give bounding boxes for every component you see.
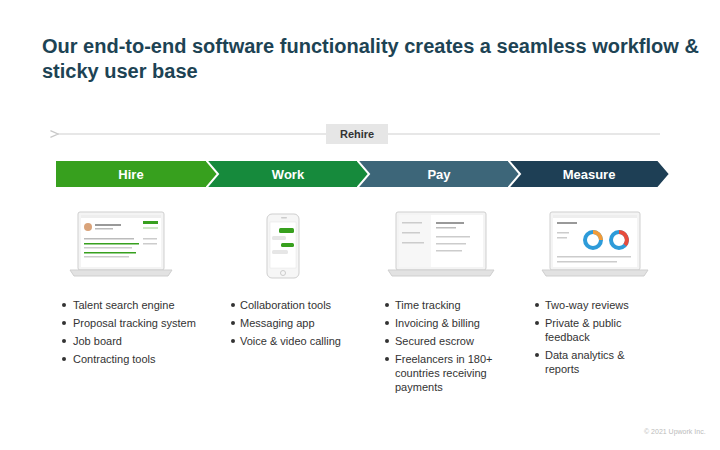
slide-title: Our end-to-end software functionality cr…	[42, 34, 702, 84]
laptop-measure	[542, 212, 648, 276]
bullet-dot	[385, 303, 389, 307]
feature-item: Collaboration tools	[240, 298, 365, 312]
chevron-outline	[206, 160, 370, 188]
process-chevron: Hire	[55, 160, 219, 188]
bullet-dot	[385, 357, 389, 361]
bullet-dot	[62, 339, 66, 343]
bullet-dot	[231, 339, 235, 343]
chevron-outline	[357, 160, 521, 188]
process-chevron: Measure	[508, 160, 670, 188]
feature-item: Messaging app	[240, 316, 365, 330]
process-chevron: Work	[206, 160, 370, 188]
feature-item: Invoicing & billing	[395, 316, 507, 330]
stage-name: Measure	[508, 160, 670, 188]
bullet-dot	[62, 303, 66, 307]
bullet-dot	[231, 303, 235, 307]
process-chevron: Pay	[357, 160, 521, 188]
feature-item: Freelancers in 180+ countries receiving …	[395, 352, 507, 394]
bullet-dot	[62, 321, 66, 325]
chevron-outline	[55, 160, 219, 188]
stage-name: Work	[206, 160, 370, 188]
feature-item: Secured escrow	[395, 334, 507, 348]
feature-item: Contracting tools	[73, 352, 213, 366]
feature-item: Voice & video calling	[240, 334, 365, 348]
phone-work	[267, 214, 299, 278]
bullet-dot	[535, 353, 539, 357]
stage-name: Pay	[357, 160, 521, 188]
feature-item: Proposal tracking system	[73, 316, 213, 330]
feature-item: Data analytics & reports	[545, 348, 645, 376]
laptop-hire	[70, 212, 172, 276]
feature-item: Time tracking	[395, 298, 507, 312]
feature-item: Job board	[73, 334, 213, 348]
bullet-dot	[385, 321, 389, 325]
stage-name: Hire	[55, 160, 219, 188]
bullet-dot	[535, 303, 539, 307]
copyright-note: © 2021 Upwork Inc.	[644, 428, 706, 435]
bullet-dot	[62, 357, 66, 361]
feature-item: Talent search engine	[73, 298, 213, 312]
bullet-dot	[385, 339, 389, 343]
bullet-dot	[231, 321, 235, 325]
bullet-dot	[535, 321, 539, 325]
chevron-outline	[508, 160, 670, 188]
laptop-pay	[388, 212, 494, 276]
feature-item: Two-way reviews	[545, 298, 645, 312]
rehire-label: Rehire	[326, 124, 388, 144]
feature-item: Private & public feedback	[545, 316, 645, 344]
